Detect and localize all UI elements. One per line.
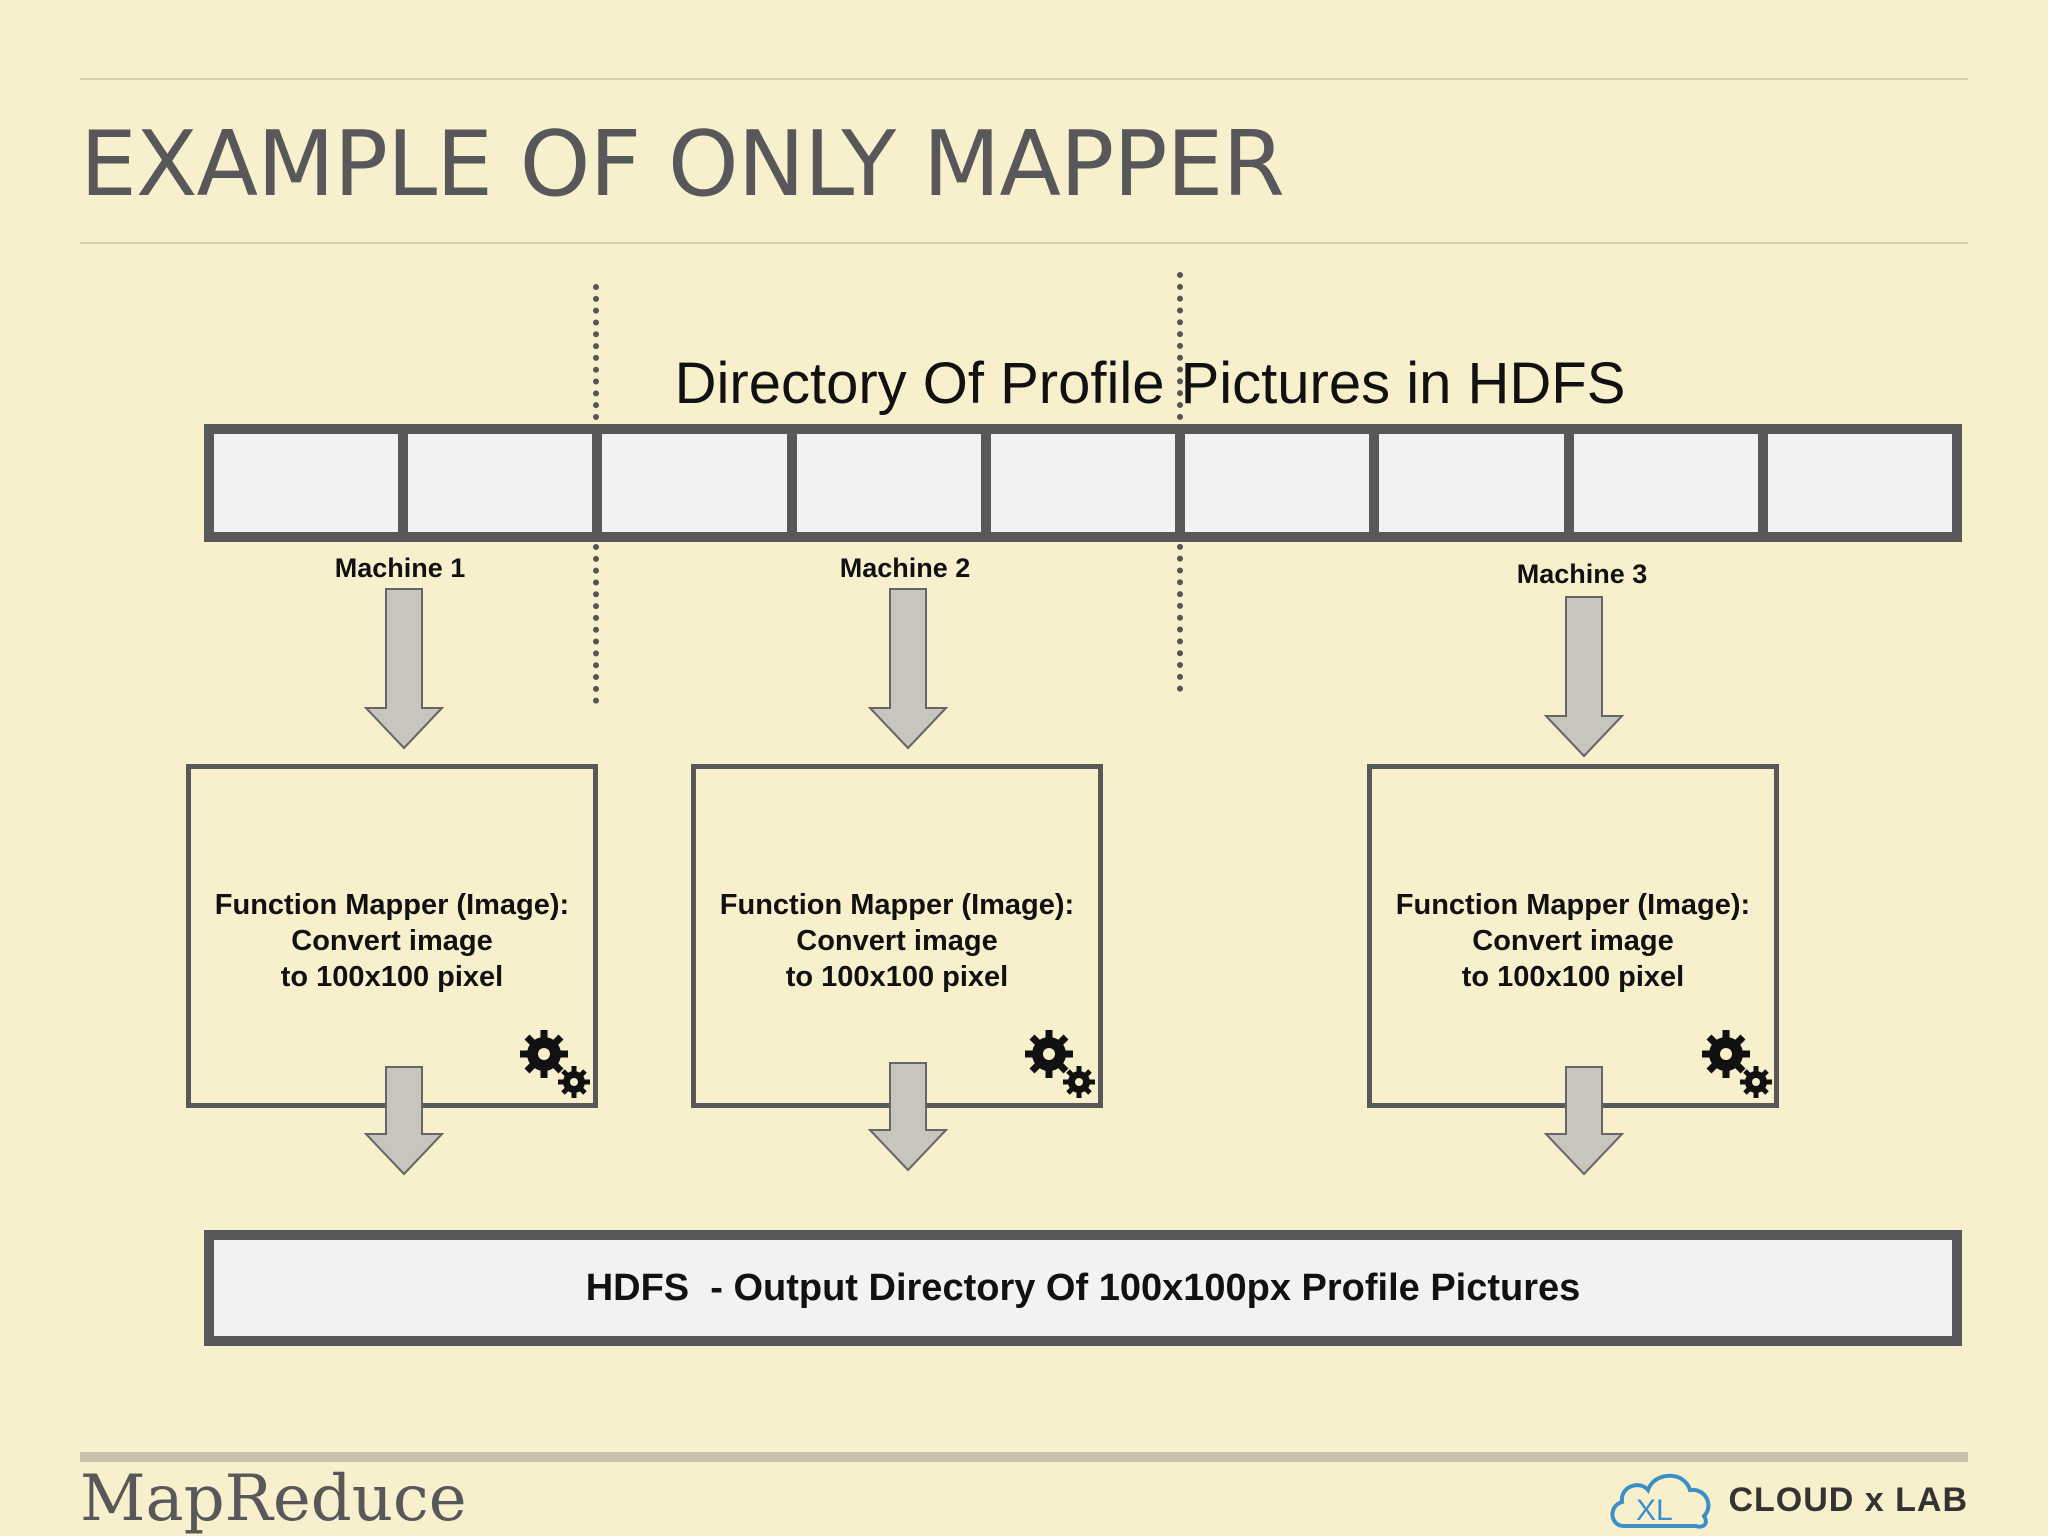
mapper-function-line: Function Mapper (Image):: [214, 889, 570, 921]
input-directory-bar: [204, 424, 1962, 542]
machine-2-label: Machine 2: [839, 553, 971, 583]
input-cell: [1185, 434, 1380, 532]
mapper-text: Function Mapper (Image): Convert image t…: [1372, 887, 1774, 995]
mapper-convert-line: Convert image: [1472, 925, 1674, 957]
gears-icon: [1702, 1030, 1772, 1098]
down-arrow-icon: [364, 588, 444, 750]
footer-title: MapReduce: [80, 1462, 467, 1536]
footer-rule: [80, 1452, 1968, 1462]
cloudxlab-logo: XL CLOUD x LAB: [1606, 1468, 1968, 1532]
logo-text: CLOUD x LAB: [1728, 1480, 1968, 1519]
mapper-size-line: to 100x100 pixel: [1461, 961, 1685, 993]
mapper-size-line: to 100x100 pixel: [785, 961, 1009, 993]
down-arrow-icon: [1544, 1066, 1624, 1176]
cloud-icon: XL: [1610, 1473, 1711, 1529]
directory-label: Directory Of Profile Pictures in HDFS: [674, 351, 1626, 416]
mapper-function-line: Function Mapper (Image):: [1395, 889, 1751, 921]
mapper-text: Function Mapper (Image): Convert image t…: [191, 887, 593, 995]
machine-3-label: Machine 3: [1516, 559, 1648, 589]
output-directory-box: HDFS - Output Directory Of 100x100px Pro…: [204, 1230, 1962, 1346]
logo-mark: XL: [1636, 1494, 1673, 1527]
output-directory-label: HDFS - Output Directory Of 100x100px Pro…: [585, 1266, 1581, 1309]
machine-1-label: Machine 1: [334, 553, 466, 583]
mapper-text: Function Mapper (Image): Convert image t…: [696, 887, 1098, 995]
mapper-box-2: Function Mapper (Image): Convert image t…: [691, 764, 1103, 1108]
top-rule: [80, 78, 1968, 80]
mapper-convert-line: Convert image: [291, 925, 493, 957]
down-arrow-icon: [364, 1066, 444, 1176]
input-cell: [214, 434, 409, 532]
down-arrow-icon: [1544, 596, 1624, 758]
mapper-function-line: Function Mapper (Image):: [719, 889, 1075, 921]
input-cell: [1573, 434, 1768, 532]
mapper-convert-line: Convert image: [796, 925, 998, 957]
input-cell: [990, 434, 1186, 532]
input-cell: [602, 434, 797, 532]
mapper-box-3: Function Mapper (Image): Convert image t…: [1367, 764, 1779, 1108]
input-cell: [408, 434, 603, 532]
slide-title: EXAMPLE OF ONLY MAPPER: [80, 112, 1285, 217]
mapper-box-1: Function Mapper (Image): Convert image t…: [186, 764, 598, 1108]
down-arrow-icon: [868, 588, 948, 750]
gears-icon: [1025, 1030, 1095, 1098]
title-rule: [80, 242, 1968, 244]
mapper-size-line: to 100x100 pixel: [280, 961, 504, 993]
input-cell: [1379, 434, 1574, 532]
gears-icon: [520, 1030, 590, 1098]
input-cell: [796, 434, 991, 532]
input-cell: [1767, 434, 1952, 532]
down-arrow-icon: [868, 1062, 948, 1172]
